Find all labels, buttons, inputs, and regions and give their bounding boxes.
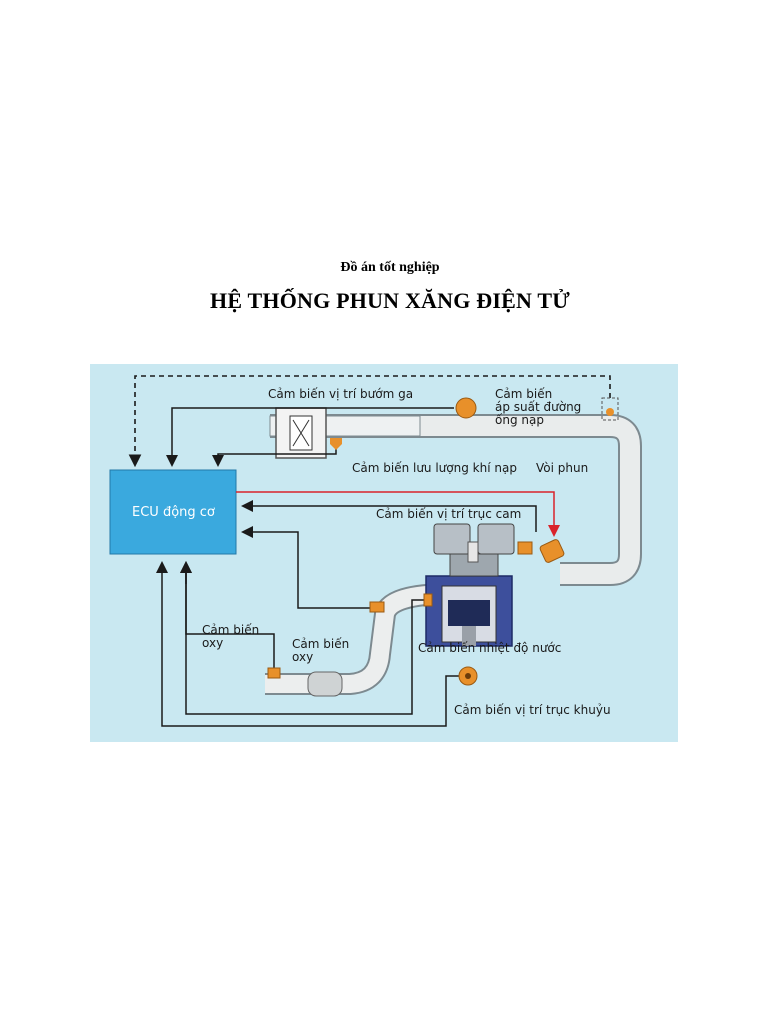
efi-system-diagram: ECU động cơ Cảm biến vị trí bướm ga Cảm …: [90, 364, 678, 742]
document-title: HỆ THỐNG PHUN XĂNG ĐIỆN TỬ: [210, 288, 570, 313]
throttle-sensor-icon: [455, 397, 477, 419]
label-coolant-temp: Cảm biến nhiệt độ nước: [418, 641, 561, 655]
label-airflow: Cảm biến lưu lượng khí nạp: [352, 461, 517, 475]
label-oxy2-1: Cảm biến: [292, 637, 349, 651]
map-signal-line: [128, 375, 611, 468]
catalytic-converter: [307, 671, 343, 697]
injector-control-line: [236, 491, 560, 537]
label-injector: Vòi phun: [536, 461, 588, 475]
ecu-label: ECU động cơ: [132, 505, 215, 520]
document-subtitle: Đồ án tốt nghiệp: [340, 260, 440, 275]
label-map-1: Cảm biến: [495, 387, 552, 401]
exhaust-pipe: [265, 583, 451, 697]
label-throttle-position: Cảm biến vị trí bướm ga: [268, 387, 413, 401]
ecu-box: [109, 469, 237, 555]
coolant-signal-line: [185, 564, 428, 715]
crank-gear-icon: [458, 666, 478, 686]
oxy1-sensor-icon: [267, 667, 281, 679]
map-sensor-icon: [601, 397, 619, 421]
air-filter: [275, 407, 327, 459]
airflow-sensor-icon: [330, 438, 342, 450]
oxy2-sensor-icon: [369, 601, 385, 613]
label-oxy2-2: oxy: [292, 650, 313, 664]
cam-sensor-icon: [517, 541, 533, 555]
coolant-sensor-icon: [423, 593, 433, 607]
label-oxy1-1: Cảm biến: [202, 623, 259, 637]
engine-block: [425, 523, 515, 647]
cam-signal-line: [241, 500, 537, 532]
throttle-signal-line: [166, 407, 454, 467]
crank-signal-line: [156, 561, 466, 727]
label-map-3: ống nạp: [495, 413, 544, 427]
oxy2-signal-line: [241, 526, 372, 609]
injector-icon: [539, 539, 565, 563]
label-oxy1-2: oxy: [202, 636, 223, 650]
label-camshaft: Cảm biến vị trí trục cam: [376, 507, 521, 521]
label-map-2: áp suất đường: [495, 400, 581, 414]
label-crankshaft: Cảm biến vị trí trục khuỷu: [454, 703, 611, 717]
